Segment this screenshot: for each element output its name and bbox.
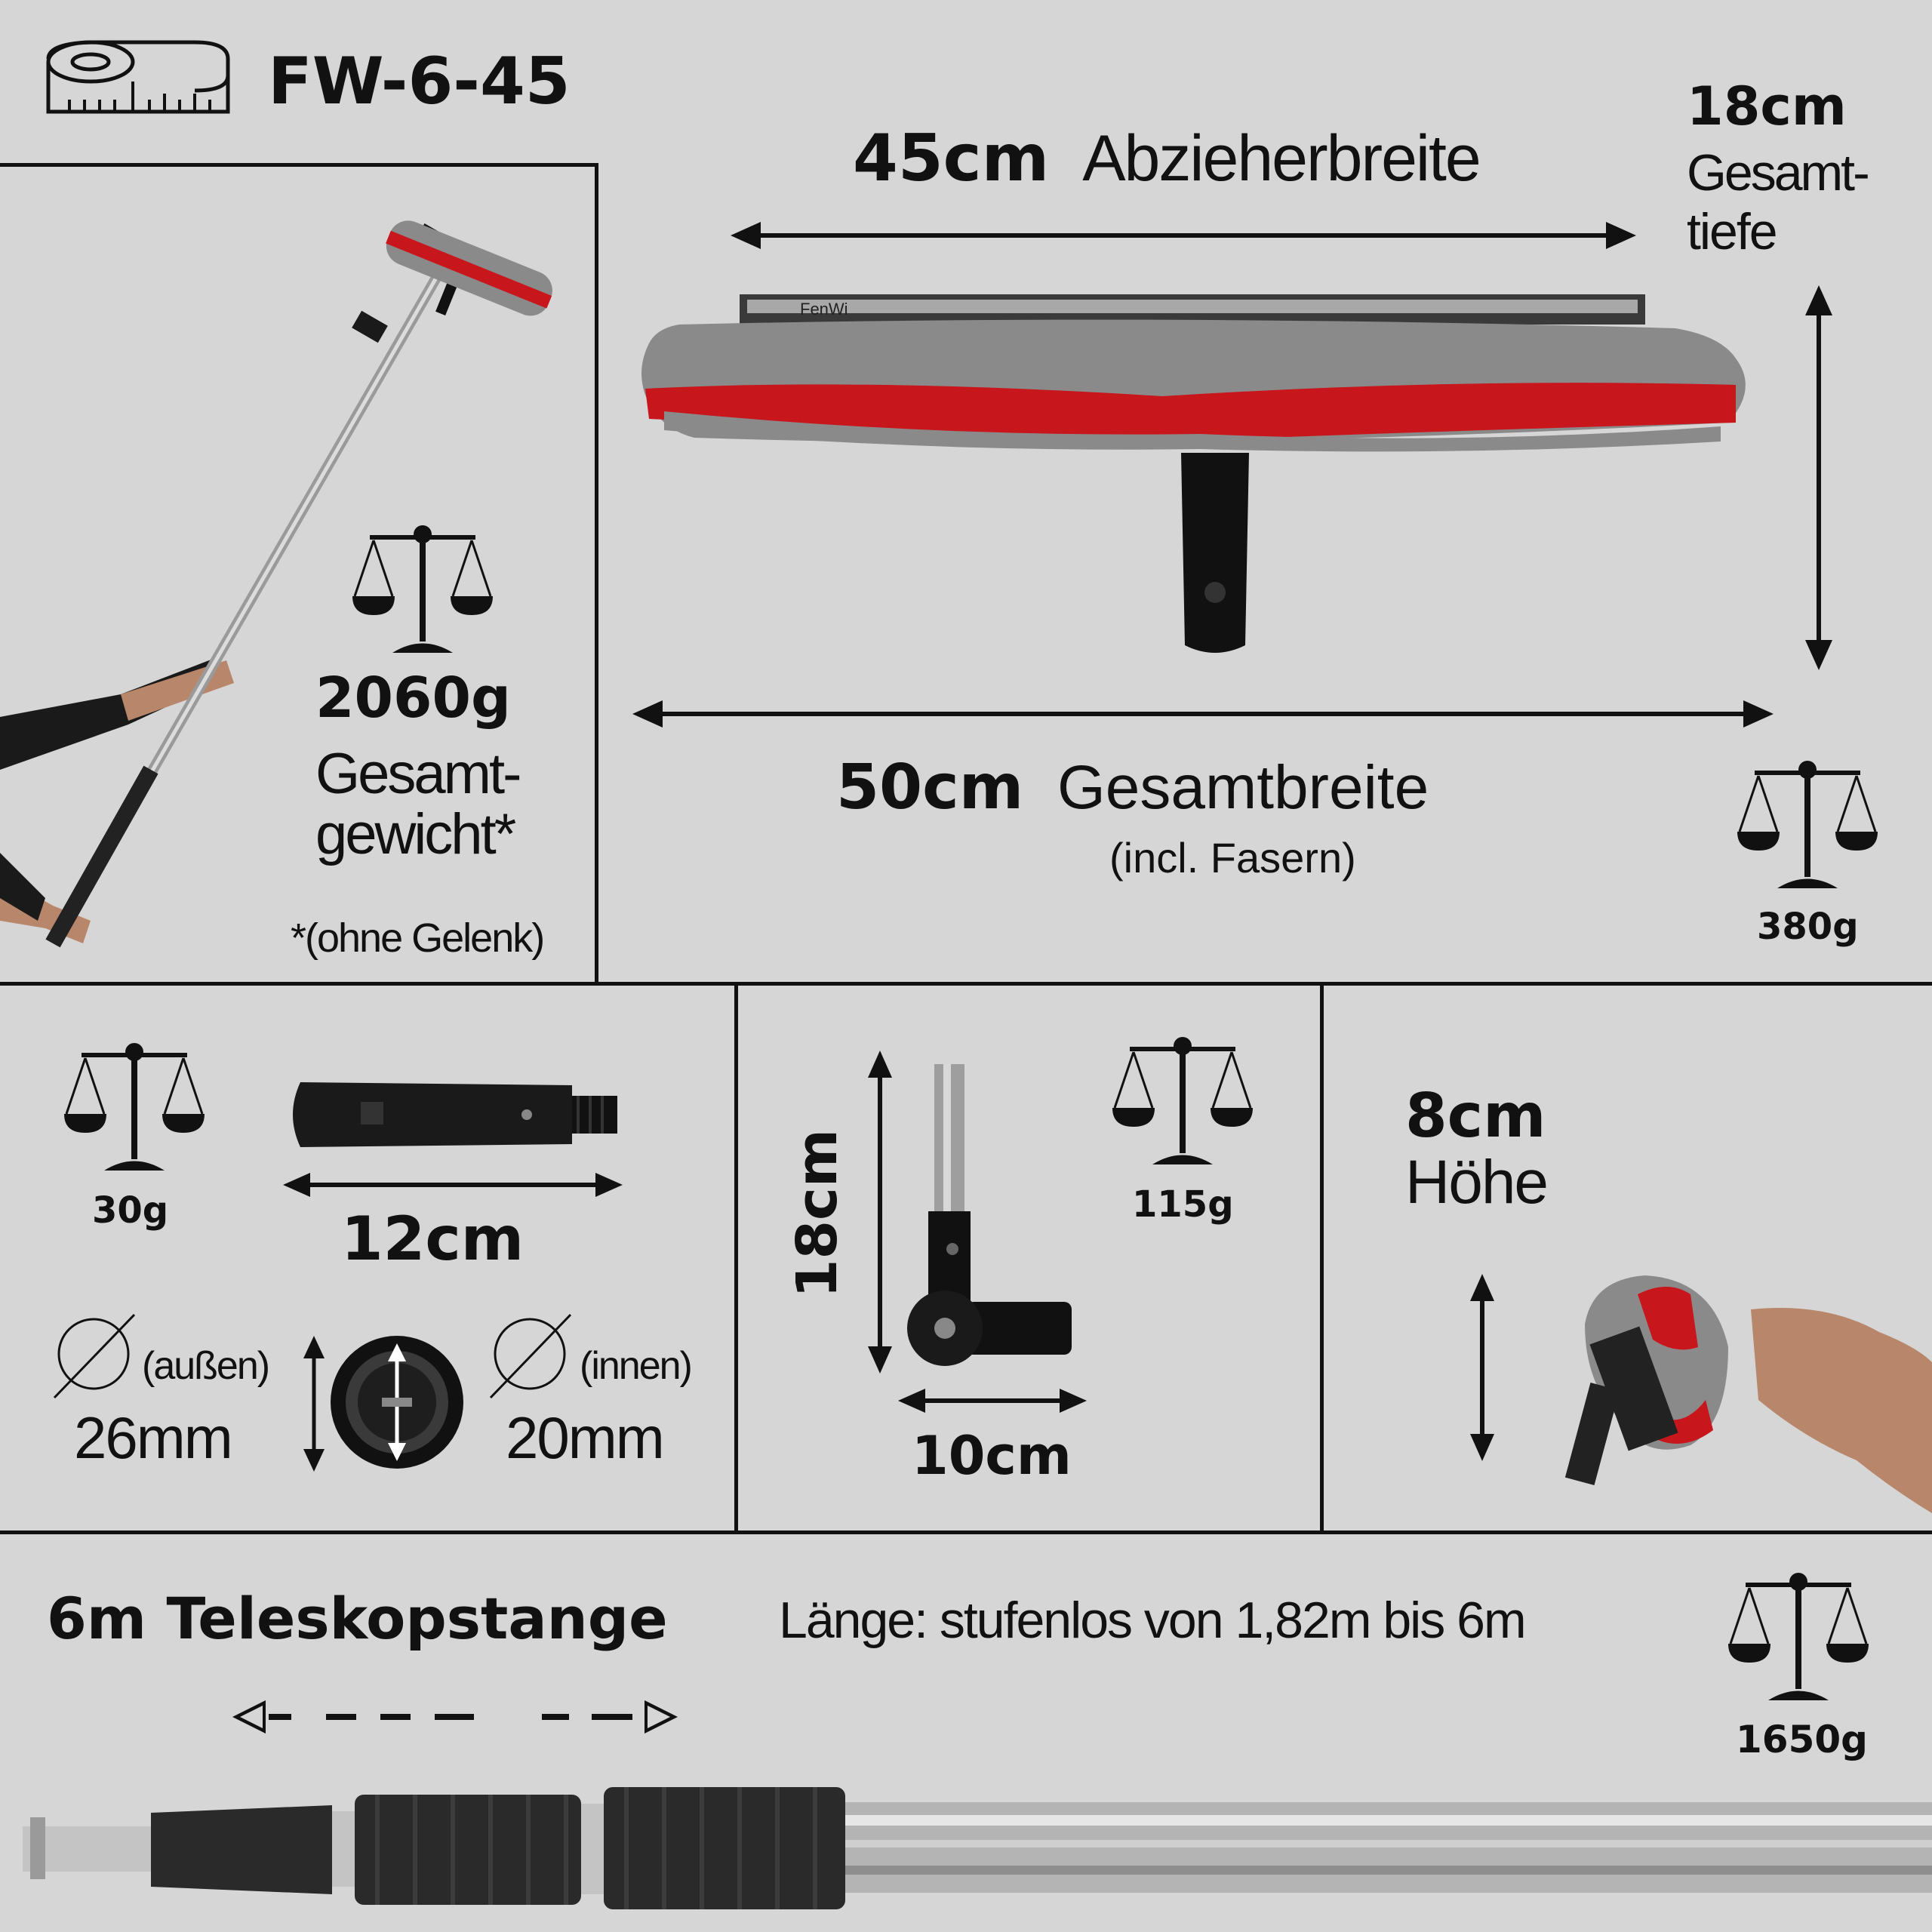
pole-title: 6m Teleskopstange <box>47 1585 668 1652</box>
adapter-photo <box>293 1082 617 1147</box>
handheld-photo <box>1564 1275 1932 1513</box>
depth-value: 18cm <box>1687 75 1847 137</box>
total-weight: 2060g <box>315 666 511 731</box>
outer-label: (außen) <box>142 1344 270 1388</box>
joint-height: 18cm <box>785 1129 850 1298</box>
brand-mark: FenWi <box>800 300 848 318</box>
divider-middle <box>0 982 1932 986</box>
divider-left-vertical <box>595 163 598 986</box>
pole-length: Länge: stufenlos von 1,82m bis 6m <box>779 1592 1527 1649</box>
handheld-label: Höhe <box>1405 1148 1549 1217</box>
squeegee-width-label: Abzieherbreite <box>1082 122 1481 195</box>
adapter-weight: 30g <box>92 1189 169 1232</box>
total-width-arrow <box>632 700 1774 728</box>
squeegee-weight: 380g <box>1757 906 1859 948</box>
joint-width-arrow <box>898 1389 1087 1413</box>
full-tool-photo <box>0 220 552 948</box>
model-title: FW-6-45 <box>268 44 571 119</box>
scale-icon <box>1737 761 1878 888</box>
joint-weight: 115g <box>1132 1183 1234 1226</box>
joint-height-arrow <box>868 1051 892 1374</box>
scale-icon <box>64 1043 205 1171</box>
squeegee-width-value: 45cm <box>853 121 1050 196</box>
adapter-length-arrow <box>283 1173 623 1197</box>
inner-label: (innen) <box>580 1344 693 1388</box>
squeegee-width-text: 45cm Abzieherbreite <box>853 121 1481 196</box>
handheld-height-arrow <box>1470 1274 1494 1461</box>
scale-icon <box>352 525 493 653</box>
scale-icon <box>1112 1037 1253 1164</box>
joint-photo <box>907 1064 1072 1366</box>
total-width-note: (incl. Fasern) <box>1109 834 1356 881</box>
socket-photo <box>331 1336 463 1469</box>
total-width-text: 50cm Gesamtbreite <box>836 752 1429 823</box>
divider-mid-vertical-2 <box>1320 982 1324 1534</box>
divider-mid-vertical-1 <box>734 982 738 1534</box>
width-arrow <box>731 222 1636 249</box>
diameter-icon <box>53 1313 136 1399</box>
outer-value: 26mm <box>74 1404 233 1471</box>
total-weight-label-1: Gesamt- <box>315 742 521 806</box>
divider-top <box>0 163 598 167</box>
squeegee-photo: FenWi <box>641 294 1746 653</box>
divider-bottom <box>0 1531 1932 1534</box>
total-weight-label-2: gewicht* <box>315 802 516 866</box>
pole-weight: 1650g <box>1736 1718 1868 1761</box>
extend-arrow <box>232 1700 678 1734</box>
diameter-arrow <box>303 1336 325 1472</box>
adapter-length: 12cm <box>341 1204 525 1274</box>
total-width-label: Gesamtbreite <box>1057 753 1429 822</box>
total-width-value: 50cm <box>836 752 1024 823</box>
depth-label-1: Gesamt- <box>1687 144 1870 202</box>
scale-icon <box>1728 1573 1869 1700</box>
joint-width: 10cm <box>912 1425 1072 1487</box>
depth-arrow <box>1805 285 1832 670</box>
tape-measure-icon <box>46 40 230 114</box>
total-weight-note: *(ohne Gelenk) <box>291 915 545 961</box>
handheld-value: 8cm <box>1405 1081 1546 1151</box>
pole-photo <box>23 1787 1932 1909</box>
depth-label-2: tiefe <box>1687 203 1778 260</box>
inner-value: 20mm <box>506 1404 665 1471</box>
diameter-icon <box>489 1313 572 1399</box>
